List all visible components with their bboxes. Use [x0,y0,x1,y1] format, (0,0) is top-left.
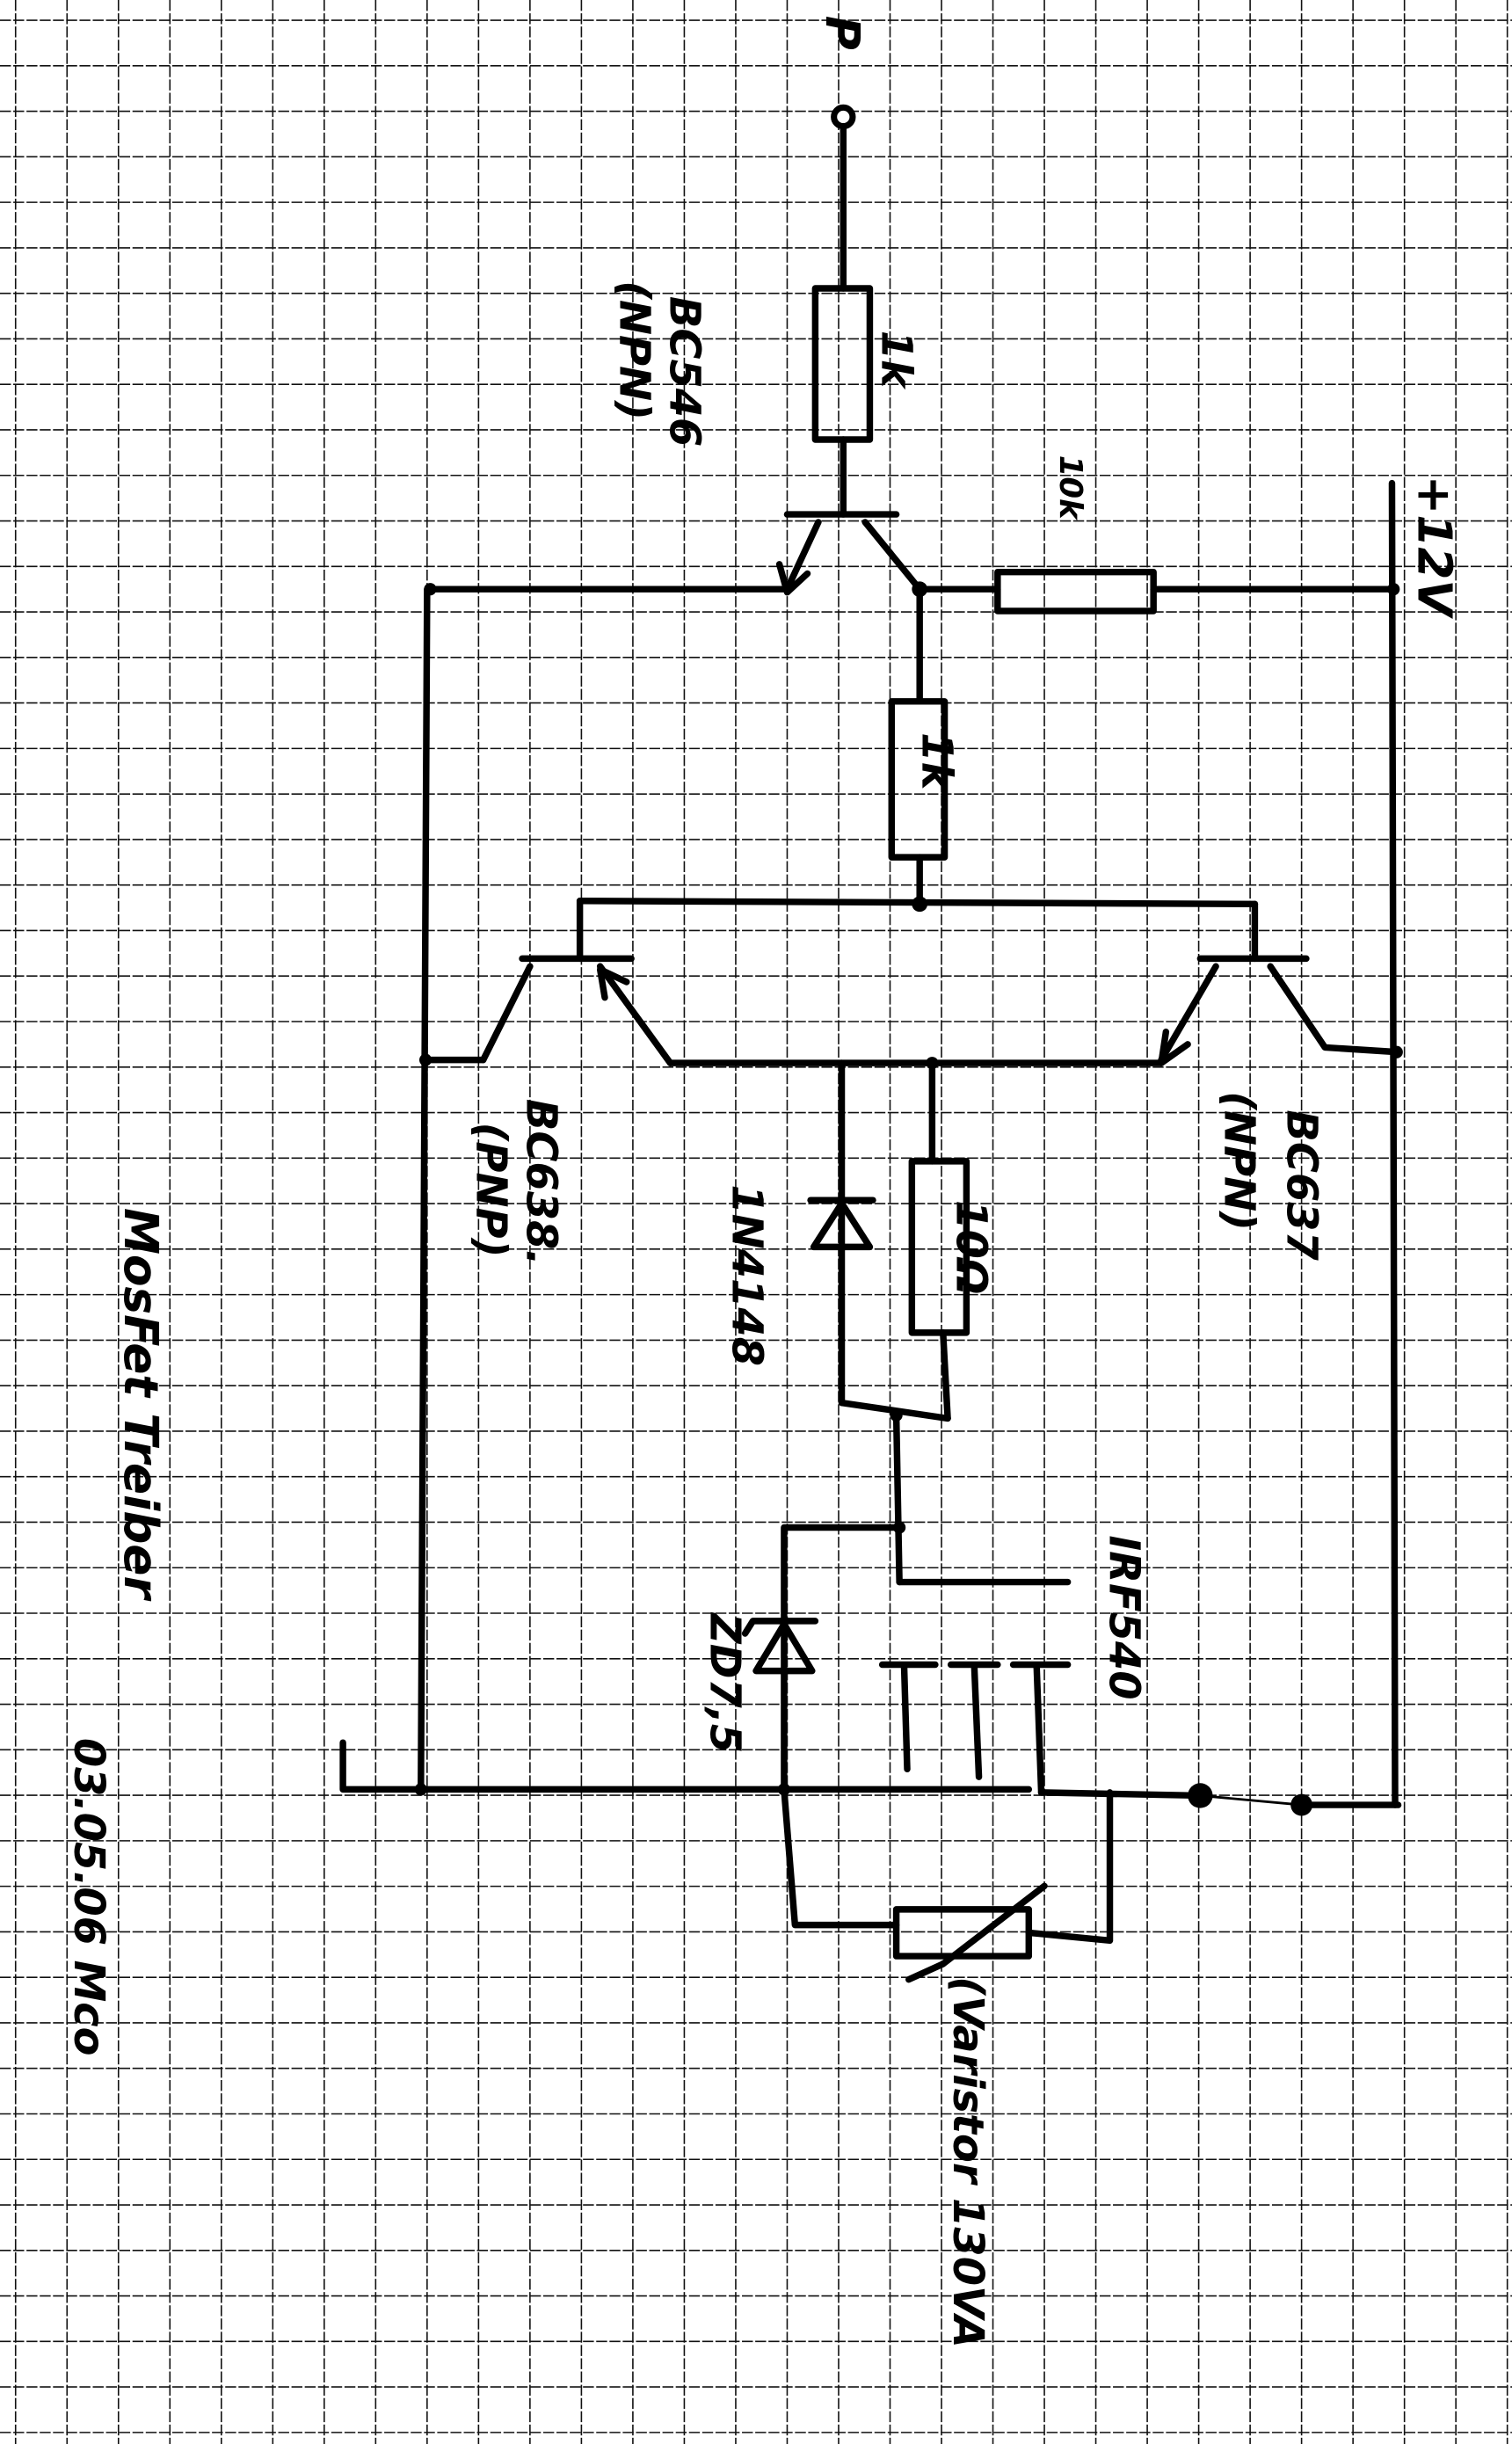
resistor-10k [994,568,1157,615]
resistor-10k-label: 10k [1052,455,1088,521]
zener-label: ZD7,5 [701,1611,749,1753]
bc546-type-label: BC546 [659,296,708,447]
supply-label: +12V [1407,476,1462,620]
bc637-type-label: BC637 [1277,1109,1326,1261]
diagram-title: MosFet Treiber [113,1208,168,1601]
resistor-1k-base-label: 1k [872,331,920,390]
labels: P BC546 (NPN) 1k 10k +12V 1k BC638. (PNP… [64,16,1461,2348]
bc637-polarity-label: (NPN) [1215,1091,1263,1231]
diode-label: 1N4148 [722,1184,770,1366]
bc546-polarity-label: (NPN) [610,280,658,420]
input-label: P [815,16,869,50]
varistor [781,1786,1114,1983]
transistor-bc637 [1158,900,1402,1066]
date-signature: 03.05.06 Mco [64,1738,113,2056]
zener-diode [741,1524,903,1793]
resistor-10-ohm-label: 10Ω [947,1200,995,1294]
resistor-10-ohm [908,1158,970,1336]
transistor-bc546 [775,511,923,596]
mosfet-label: IRF540 [1100,1535,1148,1699]
resistor-1k-base [811,285,874,443]
bc638-polarity-label: (PNP) [467,1123,515,1258]
circuit-wires [339,104,1403,1983]
varistor-label: (Varistor 130VA [943,1976,992,2348]
diode-1n4148 [807,1059,876,1407]
mosfet-irf540 [781,1578,1204,1800]
resistor-1k-mid-label: 1k [912,732,961,792]
transistor-bc638 [479,898,674,1066]
bc638-type-label: BC638. [516,1099,564,1266]
